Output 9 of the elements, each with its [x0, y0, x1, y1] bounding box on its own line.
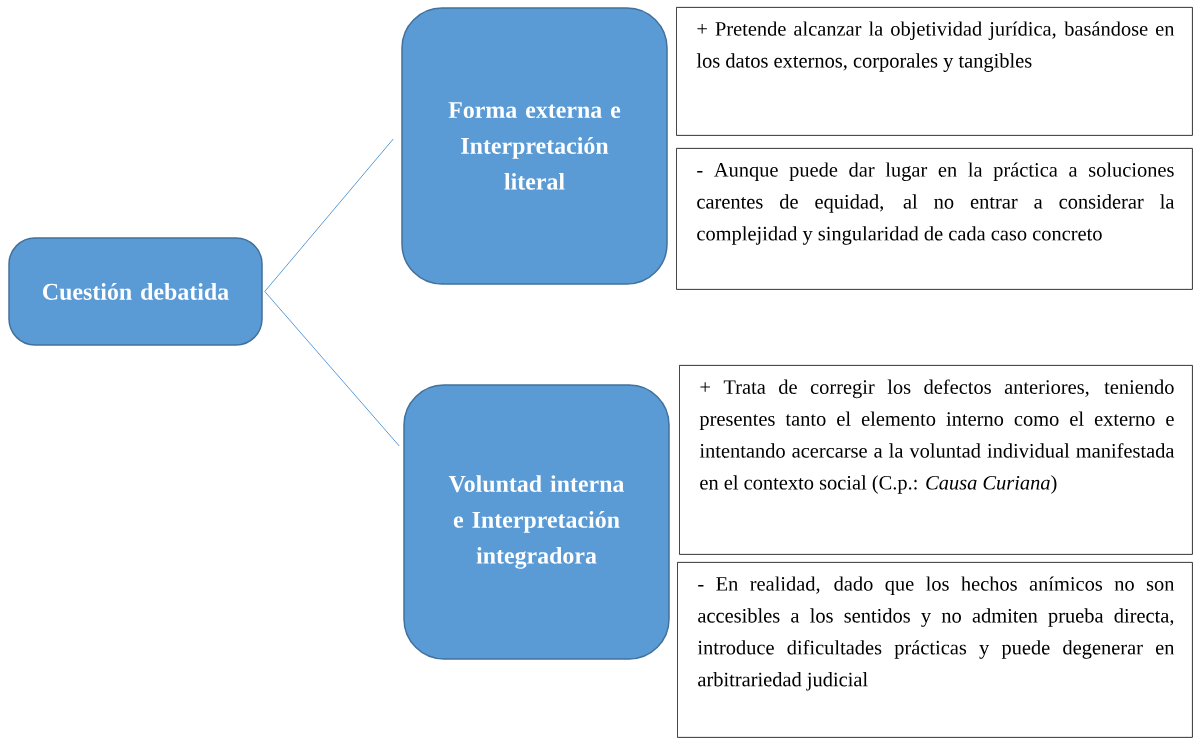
text-box: + Trata de corregir los defectos anteriores, teniendo presentes tanto el elemento interno como el externo e intentando acercarse a la voluntad individual manifestada en el contexto social (C.p.: Causa Curiana): [679, 365, 1193, 555]
process-box: Cuestión debatida: [8, 237, 263, 346]
process-box: Forma externa e Interpretación literal: [401, 7, 668, 285]
text-box: - Aunque puede dar lugar en la práctica a soluciones carentes de equidad, al no entrar a considerar la complejidad y singularidad de cada caso concreto: [676, 148, 1193, 290]
text-box: + Pretende alcanzar la objetividad jurídica, basándose en los datos externos, corporales y tangibles: [676, 7, 1193, 136]
text-box: - En realidad, dado que los hechos anímicos no son accesibles a los sentidos y no admiten prueba directa, introduce dificultades prácticas y puede degenerar en arbitrariedad judicial: [677, 562, 1193, 738]
connector-line: [264, 291, 400, 447]
connector-line: [264, 138, 394, 292]
process-box: Voluntad interna e Interpretación integradora: [403, 384, 670, 660]
